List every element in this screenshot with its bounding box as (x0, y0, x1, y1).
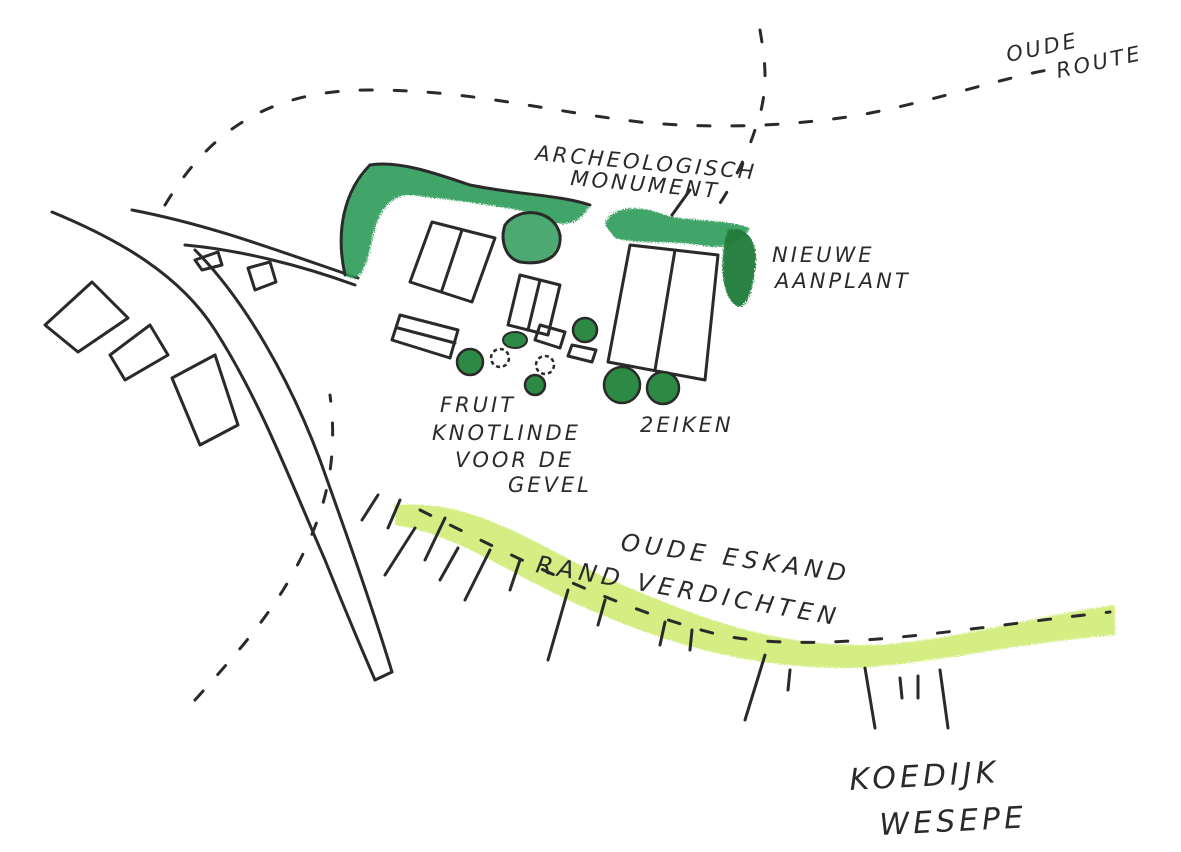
label-fruit: FRUIT (440, 393, 516, 417)
label-koedijk: KOEDIJK (849, 755, 1001, 798)
label-wesepe: WESEPE (879, 800, 1028, 843)
label-voor-de: VOOR DE (455, 448, 574, 472)
label-nieuwe: NIEUWE (772, 243, 875, 267)
hedge-outline (339, 162, 592, 277)
monument-pointer (670, 188, 692, 217)
label-gevel: GEVEL (508, 473, 592, 497)
houses-left (43, 250, 278, 447)
farm-buildings (390, 220, 720, 382)
hedge-green (341, 164, 756, 307)
esrand-strokes (360, 493, 1112, 730)
label-aanplant: AANPLANT (773, 269, 911, 293)
main-road (50, 208, 394, 682)
oude-route-dashed-lines (163, 28, 1062, 702)
labels: OUDE ROUTE ARCHEOLOGISCH MONUMENT NIEUWE… (432, 28, 1145, 843)
label-knotlinde: KNOTLINDE (432, 421, 581, 445)
label-eiken: 2EIKEN (640, 413, 734, 437)
trees (455, 316, 681, 406)
esrand-green-band (395, 504, 1115, 668)
